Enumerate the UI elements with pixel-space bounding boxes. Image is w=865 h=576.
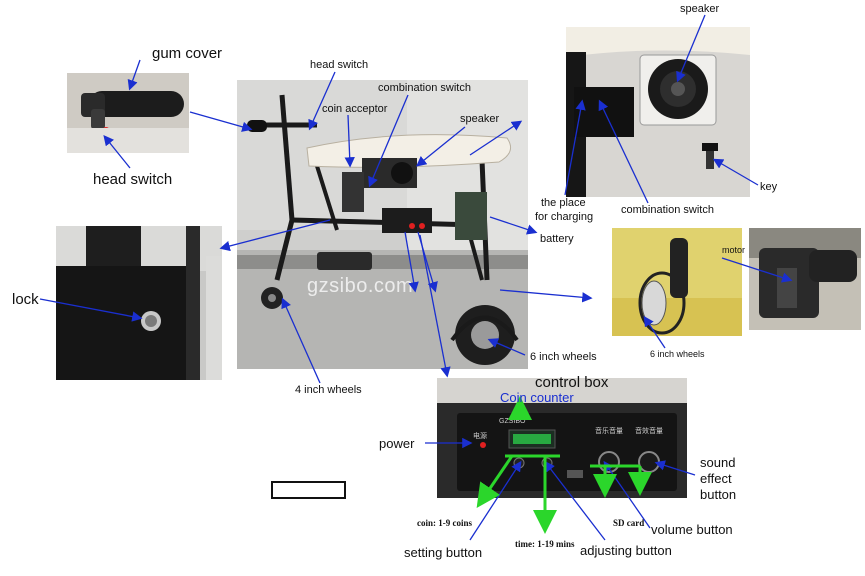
label-time-range: time: 1-19 mins xyxy=(515,539,575,549)
label-combination-switch-top: combination switch xyxy=(621,204,714,216)
lock-photo xyxy=(56,226,222,380)
watermark: gzsibo.com xyxy=(307,275,414,297)
label-volume-button: volume button xyxy=(651,522,733,537)
label-motor: motor xyxy=(722,245,746,255)
panel-brand: GZSIBO xyxy=(499,418,526,425)
speaker-photo xyxy=(566,27,750,197)
label-head-switch-left: head switch xyxy=(93,171,173,188)
label-four-inch-wheels: 4 inch wheels xyxy=(295,384,362,396)
label-key: key xyxy=(760,181,778,193)
label-sd-card: SD card xyxy=(613,518,645,528)
label-sound-effect-1: sound xyxy=(700,455,736,470)
label-six-inch-wheels-small: 6 inch wheels xyxy=(650,349,705,359)
label-battery: battery xyxy=(540,233,574,245)
label-adjusting-button: adjusting button xyxy=(580,543,672,558)
blank-box xyxy=(271,481,346,499)
handle-photo xyxy=(67,73,189,153)
label-charging-line1: the place xyxy=(541,197,586,209)
motor-photo xyxy=(749,228,861,330)
label-coin-acceptor: coin acceptor xyxy=(322,103,388,115)
label-power: power xyxy=(379,436,415,451)
label-combination-switch-main: combination switch xyxy=(378,82,471,94)
label-six-inch-wheels-main: 6 inch wheels xyxy=(530,351,597,363)
label-speaker-main: speaker xyxy=(460,113,500,125)
label-charging-line2: for charging xyxy=(535,211,594,223)
label-coin-counter: Coin counter xyxy=(500,390,574,405)
panel-music-volume-text: 音乐音量 xyxy=(595,428,623,435)
label-lock: lock xyxy=(12,291,39,308)
label-gum-cover: gum cover xyxy=(152,45,223,62)
label-setting-button: setting button xyxy=(404,545,483,560)
label-sound-effect-2: effect xyxy=(700,471,732,486)
label-head-switch-top: head switch xyxy=(310,59,369,71)
label-coin-range: coin: 1-9 coins xyxy=(417,518,472,528)
label-sound-effect-3: button xyxy=(700,487,737,502)
panel-effect-volume-text: 音效音量 xyxy=(635,428,663,435)
label-control-box: control box xyxy=(535,374,609,391)
panel-power-text: 电源 xyxy=(473,433,487,440)
wheel-photo xyxy=(612,228,742,336)
label-speaker-top: speaker xyxy=(680,3,720,15)
